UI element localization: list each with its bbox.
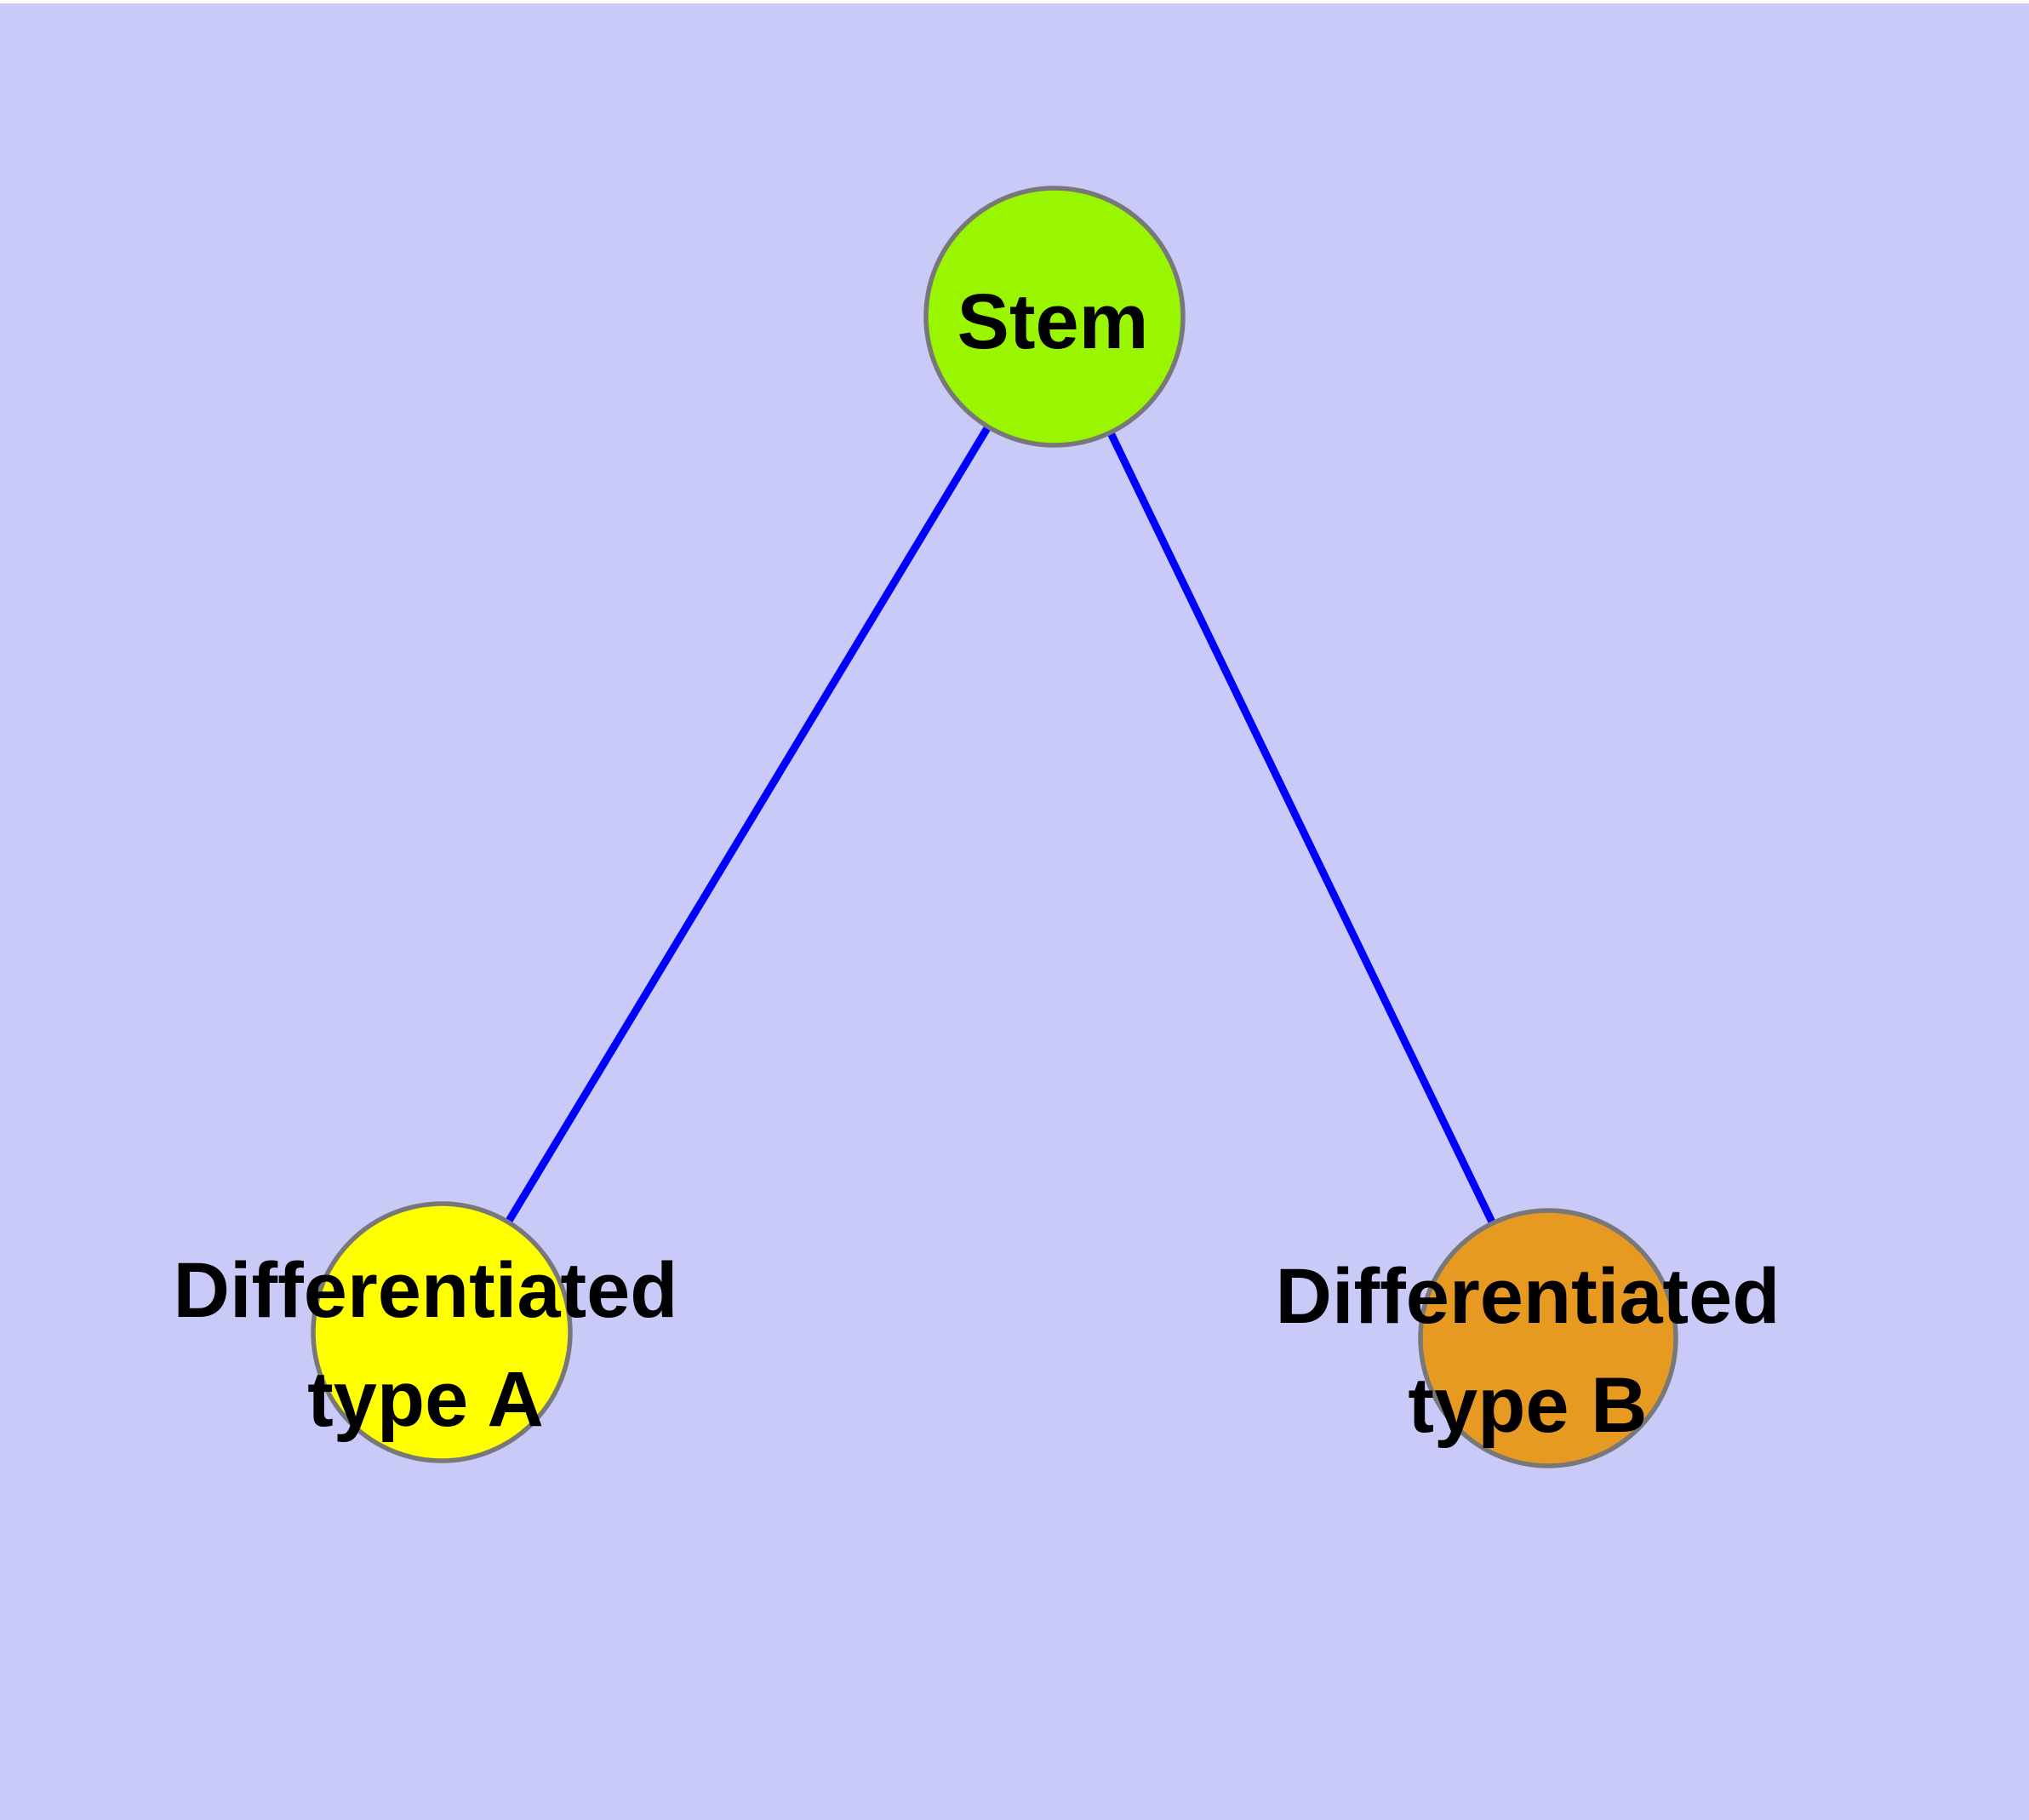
node-differentiated-type-b bbox=[1418, 1208, 1678, 1468]
node-stem bbox=[923, 186, 1186, 448]
node-type-a-label-line2: type A bbox=[307, 1356, 544, 1443]
edge-stem-to-type-a bbox=[438, 314, 1058, 1335]
node-stem-label: Stem bbox=[957, 278, 1149, 365]
top-margin-strip bbox=[0, 0, 2029, 3]
node-differentiated-type-a bbox=[311, 1201, 573, 1463]
edge-stem-to-type-b bbox=[1050, 315, 1552, 1340]
node-type-b-label-line1: Differentiated bbox=[1276, 1253, 1780, 1340]
node-type-a-label-line1: Differentiated bbox=[174, 1247, 678, 1334]
node-type-b-label-line2: type B bbox=[1408, 1362, 1647, 1449]
